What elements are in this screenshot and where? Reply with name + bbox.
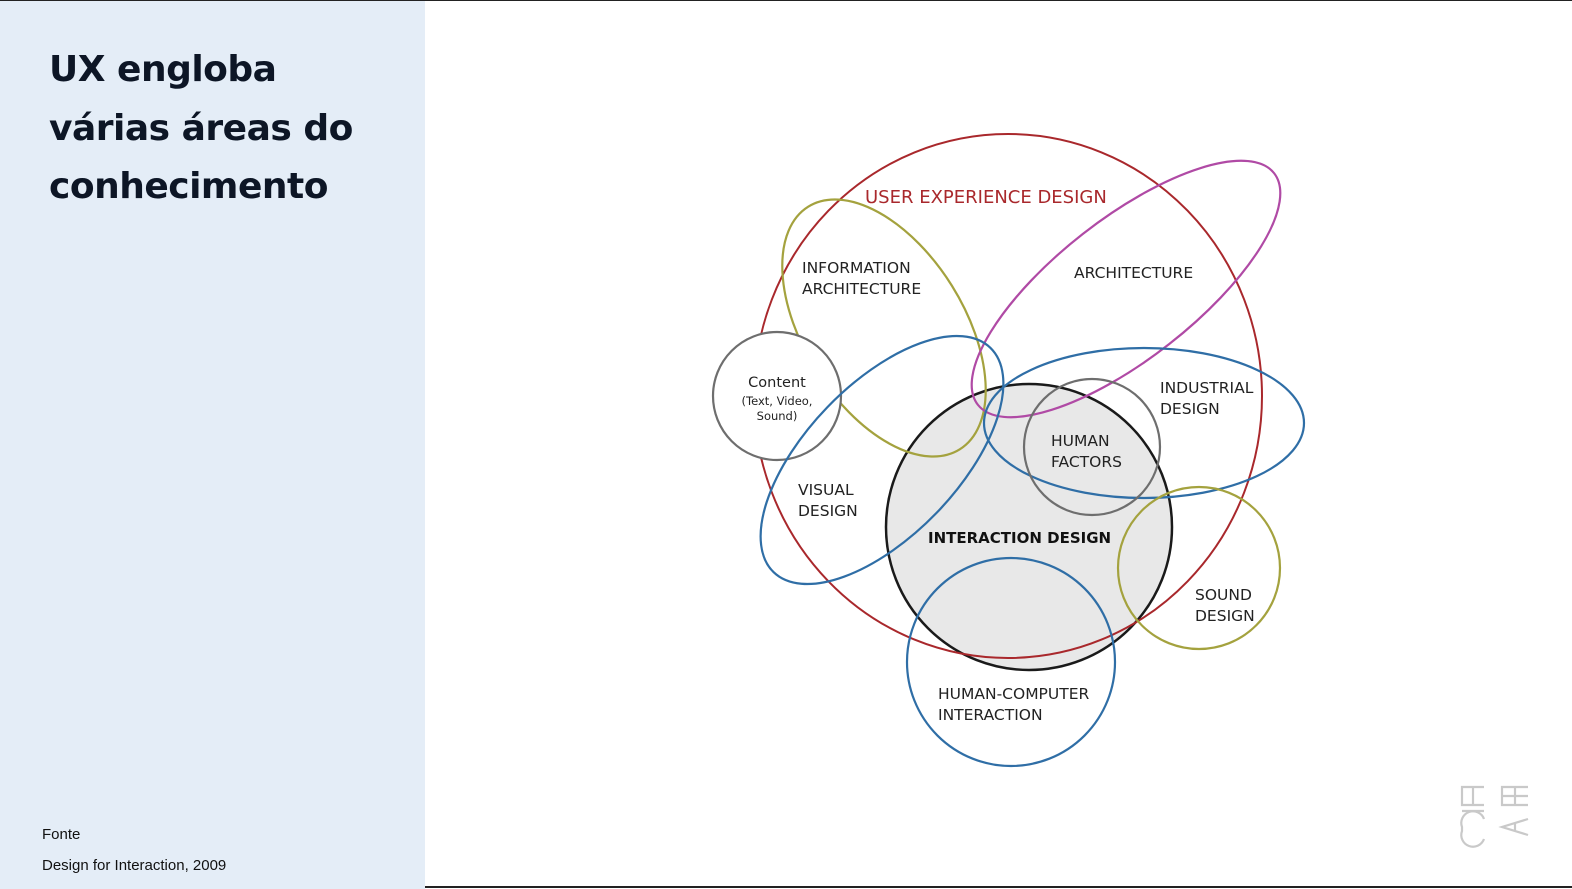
label-hci-1: HUMAN-COMPUTER — [938, 685, 1090, 703]
human-factors-circle — [1022, 377, 1162, 517]
label-hci-2: INTERACTION — [938, 706, 1043, 724]
label-information-architecture-2: ARCHITECTURE — [802, 280, 921, 298]
source-text: Design for Interaction, 2009 — [42, 857, 227, 874]
title-line-3: conhecimento — [49, 166, 328, 207]
sidebar: UX engloba várias áreas do conhecimento … — [0, 1, 425, 889]
source-label: Fonte — [42, 826, 81, 843]
label-human-factors-1: HUMAN — [1051, 432, 1110, 450]
label-human-factors-2: FACTORS — [1051, 453, 1122, 471]
label-industrial-design-1: INDUSTRIAL — [1160, 379, 1254, 397]
title-line-1: UX engloba — [49, 49, 277, 90]
label-information-architecture-1: INFORMATION — [802, 259, 911, 277]
sound-design-circle — [1116, 485, 1282, 651]
hci-circle — [905, 556, 1117, 768]
label-content-2: (Text, Video, — [742, 394, 813, 408]
slide-title: UX engloba várias áreas do conhecimento — [49, 41, 379, 217]
label-sound-design-2: DESIGN — [1195, 607, 1255, 625]
architecture-ellipse — [970, 159, 1282, 419]
label-user-experience-design: USER EXPERIENCE DESIGN — [865, 187, 1107, 208]
ebac-logo-icon — [1460, 785, 1529, 848]
label-visual-design-2: DESIGN — [798, 502, 858, 520]
label-content-3: Sound) — [757, 409, 798, 423]
label-content-1: Content — [748, 375, 806, 391]
label-visual-design-1: VISUAL — [798, 481, 854, 499]
title-line-2: várias áreas do — [49, 107, 353, 149]
interaction-design-circle — [884, 382, 1174, 672]
label-interaction-design: INTERACTION DESIGN — [928, 529, 1111, 547]
industrial-design-ellipse — [982, 346, 1306, 500]
label-industrial-design-2: DESIGN — [1160, 400, 1220, 418]
label-sound-design-1: SOUND — [1195, 586, 1252, 604]
label-architecture: ARCHITECTURE — [1074, 264, 1193, 282]
visual-design-ellipse — [759, 334, 1005, 586]
ux-venn-diagram: USER EXPERIENCE DESIGN INFORMATION ARCHI… — [711, 133, 1306, 768]
